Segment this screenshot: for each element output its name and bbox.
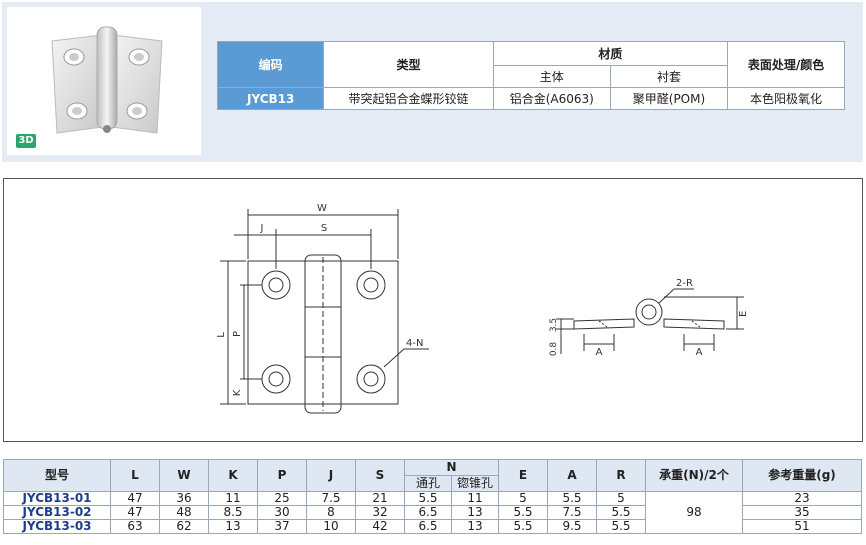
cell-w: 62 (159, 519, 209, 534)
spec-surface: 本色阳极氧化 (727, 87, 845, 110)
header-type: 类型 (323, 41, 494, 88)
cell-r: 5 (596, 491, 646, 506)
col-l: L (110, 459, 160, 492)
cell-j: 8 (306, 505, 356, 520)
cell-n-countersink: 11 (451, 491, 499, 506)
cell-p: 30 (257, 505, 307, 520)
table-row: JYCB13-02 47 48 8.5 30 8 32 6.5 13 5.5 7… (3, 505, 862, 520)
cell-e: 5 (498, 491, 548, 506)
cell-k: 11 (208, 491, 258, 506)
header-bushing: 衬套 (609, 65, 729, 88)
label-a-right: A (696, 347, 703, 358)
cell-weight: 51 (742, 519, 862, 534)
table-row: JYCB13-03 63 62 13 37 10 42 6.5 13 5.5 9… (3, 519, 862, 534)
cell-w: 36 (159, 491, 209, 506)
cell-e: 5.5 (498, 519, 548, 534)
3d-badge[interactable]: 3D (16, 134, 36, 148)
col-j: J (306, 459, 356, 492)
dimension-table: 型号 L W K P J S N E A R 承重(N)/2个 参考重量(g) … (3, 459, 862, 534)
cell-n-countersink: 13 (451, 519, 499, 534)
row-model: JYCB13-02 (3, 505, 111, 520)
col-w: W (159, 459, 209, 492)
row-model: JYCB13-01 (3, 491, 111, 506)
hinge-photo-icon (51, 26, 163, 134)
cell-load: 98 (645, 491, 743, 534)
label-s: S (321, 223, 327, 234)
cell-weight: 23 (742, 491, 862, 506)
col-n-through: 通孔 (404, 475, 452, 492)
technical-drawing: W J S L P K 4-N 2-R (216, 203, 749, 414)
cell-s: 32 (355, 505, 405, 520)
header-surface: 表面处理/颜色 (727, 41, 845, 88)
header-code: 编码 (216, 41, 325, 88)
spec-code: JYCB13 (216, 87, 325, 110)
col-n: N (404, 459, 499, 476)
spec-bushing: 聚甲醛(POM) (609, 87, 729, 110)
col-weight: 参考重量(g) (742, 459, 862, 492)
side-view (556, 288, 744, 354)
table-row: JYCB13-01 47 36 11 25 7.5 21 5.5 11 5 5.… (3, 491, 862, 534)
cell-l: 47 (110, 491, 160, 506)
header-material: 材质 (492, 41, 729, 66)
col-p: P (257, 459, 307, 492)
spec-type: 带突起铝合金蝶形铰链 (323, 87, 494, 110)
cell-l: 47 (110, 505, 160, 520)
label-thickness-3-5: 3.5 (549, 318, 559, 332)
col-e: E (498, 459, 548, 492)
label-thickness-0-8: 0.8 (549, 342, 559, 357)
col-n-countersink: 锪锥孔 (451, 475, 499, 492)
cell-weight: 35 (742, 505, 862, 520)
spec-table: 编码 类型 材质 表面处理/颜色 主体 衬套 JYCB13 带突起铝合金蝶形铰链… (216, 41, 845, 110)
drawing-panel: W J S L P K 4-N 2-R (3, 178, 863, 442)
cell-w: 48 (159, 505, 209, 520)
cell-l: 63 (110, 519, 160, 534)
cell-j: 7.5 (306, 491, 356, 506)
cell-n-through: 6.5 (404, 505, 452, 520)
cell-n-through: 6.5 (404, 519, 452, 534)
cell-r: 5.5 (596, 519, 646, 534)
label-k: K (232, 389, 243, 396)
label-p: P (232, 331, 243, 337)
col-model: 型号 (3, 459, 111, 492)
cell-r: 5.5 (596, 505, 646, 520)
cell-p: 37 (257, 519, 307, 534)
cell-a: 7.5 (547, 505, 597, 520)
label-w: W (317, 203, 327, 214)
cell-e: 5.5 (498, 505, 548, 520)
col-k: K (208, 459, 258, 492)
label-e: E (738, 311, 749, 317)
label-a-left: A (596, 347, 603, 358)
col-load: 承重(N)/2个 (645, 459, 743, 492)
cell-k: 8.5 (208, 505, 258, 520)
cell-n-through: 5.5 (404, 491, 452, 506)
label-j: J (260, 223, 264, 234)
label-l: L (216, 332, 227, 338)
cell-a: 5.5 (547, 491, 597, 506)
cell-s: 21 (355, 491, 405, 506)
header-main-body: 主体 (492, 65, 611, 88)
cell-n-countersink: 13 (451, 505, 499, 520)
cell-s: 42 (355, 519, 405, 534)
front-view (220, 209, 429, 414)
row-model: JYCB13-03 (3, 519, 111, 534)
label-2r: 2-R (676, 278, 693, 289)
cell-j: 10 (306, 519, 356, 534)
col-a: A (547, 459, 597, 492)
cell-p: 25 (257, 491, 307, 506)
cell-k: 13 (208, 519, 258, 534)
product-photo (7, 7, 201, 155)
col-r: R (596, 459, 646, 492)
label-4n: 4-N (406, 338, 423, 349)
spec-main-body: 铝合金(A6063) (492, 87, 611, 110)
cell-a: 9.5 (547, 519, 597, 534)
col-s: S (355, 459, 405, 492)
